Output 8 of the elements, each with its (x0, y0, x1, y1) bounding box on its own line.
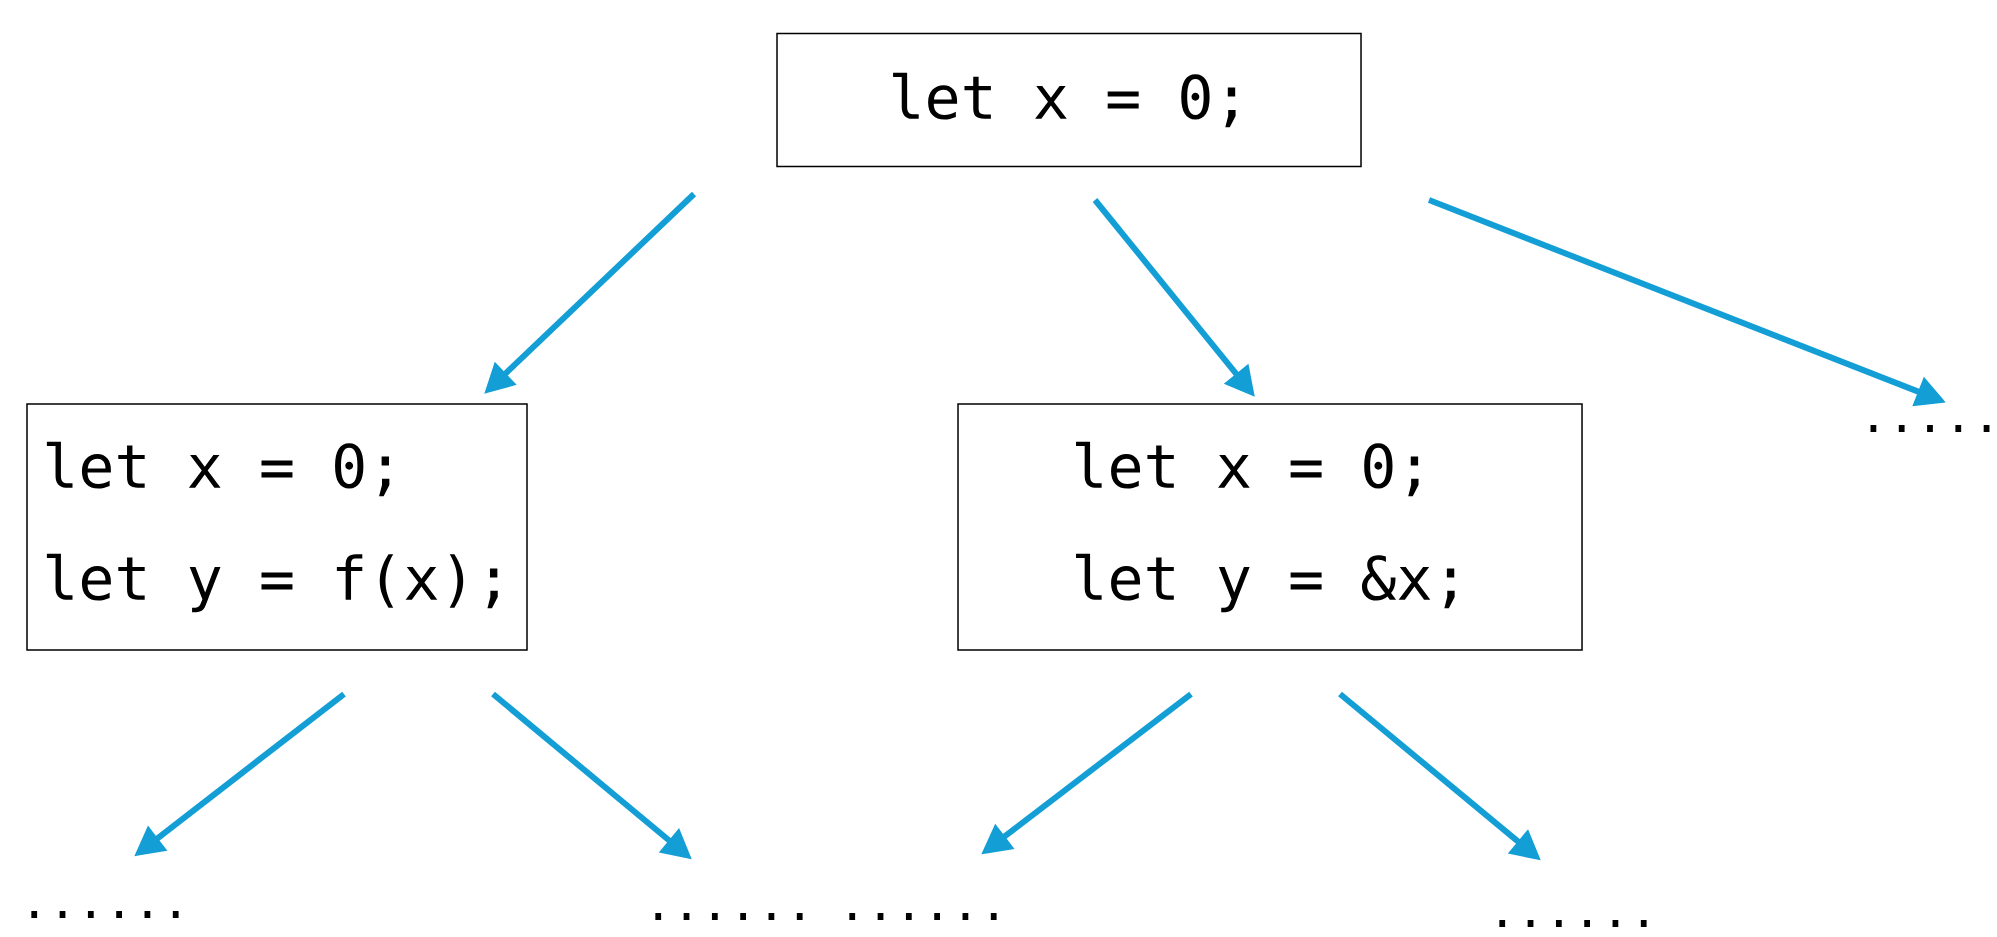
ellipsis-text: ...... (849, 913, 997, 920)
ellipsis-text: ..... (1870, 425, 1990, 432)
ellipsis-text: ...... (31, 911, 179, 918)
code-box: let x = 0; let y = f(x); (26, 403, 528, 651)
code-box: let x = 0; (776, 32, 1362, 168)
ellipsis-text: ...... (655, 913, 803, 920)
ellipsis-text: ...... (1499, 920, 1647, 927)
code-box: let x = 0; let y = &x; (957, 403, 1583, 651)
